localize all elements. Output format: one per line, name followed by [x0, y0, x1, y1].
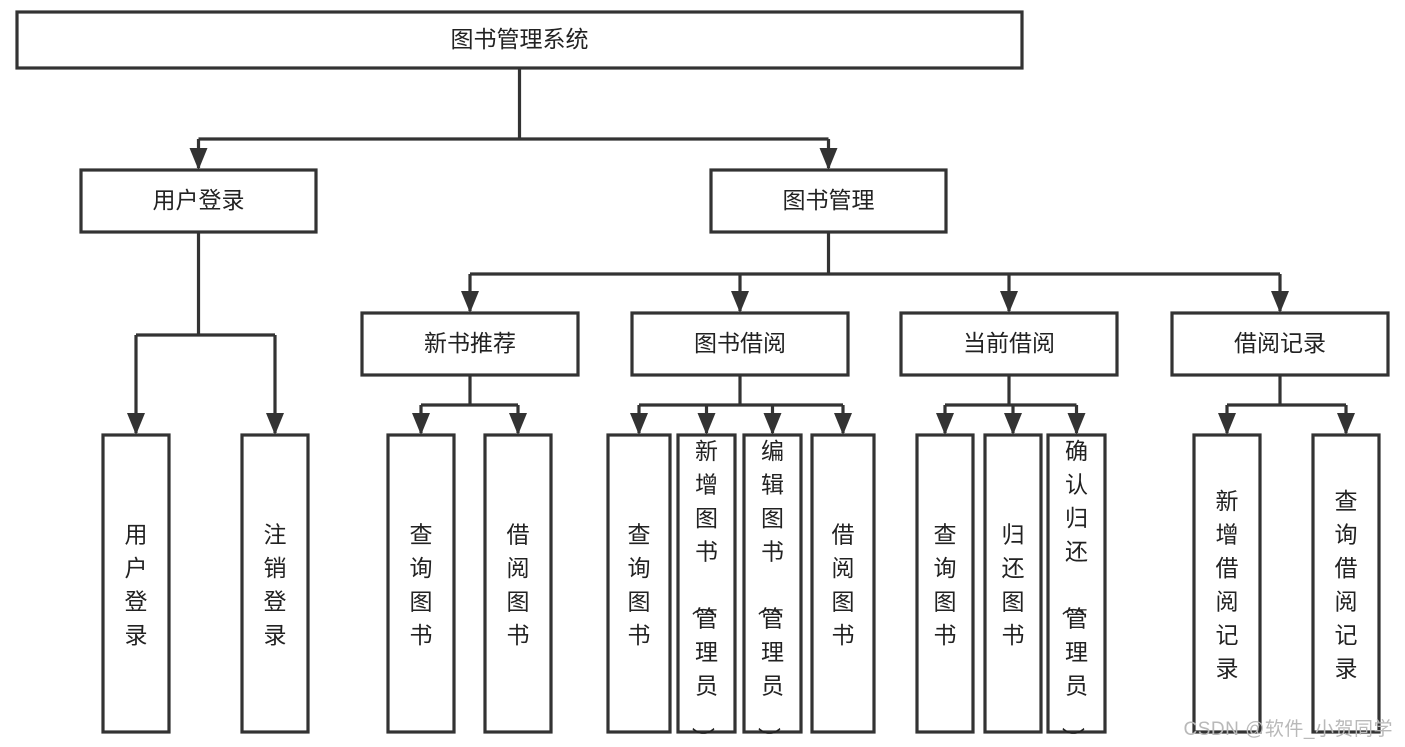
node-box-new-book-rec[interactable] [360, 311, 580, 377]
node-box-leaf-query-record[interactable] [1311, 433, 1381, 734]
arrow-head-icon [731, 291, 749, 313]
arrow-head-icon [127, 413, 145, 435]
node-label-user-login: 用户登录 [153, 187, 245, 213]
arrow-head-icon [509, 413, 527, 435]
node-leaf-query-book-rec[interactable]: 查询图书 [386, 433, 456, 734]
arrow-head-icon [189, 148, 208, 170]
arrow-head-icon [1000, 291, 1018, 313]
arrow-head-icon [1218, 413, 1236, 435]
node-label-borrow-record: 借阅记录 [1234, 330, 1326, 356]
node-label-leaf-edit-book: 编辑图书（管理员） [756, 438, 784, 747]
node-book-borrow[interactable]: 图书借阅 [630, 311, 850, 377]
arrow-head-icon [1337, 413, 1355, 435]
node-user-login[interactable]: 用户登录 [79, 168, 318, 234]
node-box-leaf-query-book-rec[interactable] [386, 433, 456, 734]
node-leaf-query-book-cur[interactable]: 查询图书 [915, 433, 975, 734]
node-box-leaf-borrow-book-rec[interactable] [483, 433, 553, 734]
node-box-leaf-confirm-return[interactable] [1046, 433, 1107, 734]
node-new-book-rec[interactable]: 新书推荐 [360, 311, 580, 377]
node-book-manage[interactable]: 图书管理 [709, 168, 948, 234]
node-label-leaf-confirm-return: 确认归还（管理员） [1060, 438, 1088, 747]
arrow-head-icon [1067, 413, 1086, 435]
arrow-head-icon [266, 413, 284, 435]
node-box-borrow-record[interactable] [1170, 311, 1390, 377]
node-leaf-add-book[interactable]: 新增图书（管理员） [676, 433, 737, 747]
node-label-leaf-return-book: 归还图书 [1002, 522, 1025, 649]
node-label-leaf-borrow-book-rec: 借阅图书 [507, 522, 530, 649]
node-leaf-query-book[interactable]: 查询图书 [606, 433, 672, 734]
node-leaf-query-record[interactable]: 查询借阅记录 [1311, 433, 1381, 734]
arrow-head-icon [834, 413, 852, 435]
node-box-user-login[interactable] [79, 168, 318, 234]
arrow-head-icon [697, 413, 716, 435]
node-label-book-manage: 图书管理 [783, 187, 875, 213]
node-box-root[interactable] [15, 10, 1024, 70]
node-leaf-return-book[interactable]: 归还图书 [983, 433, 1043, 734]
node-box-leaf-user-login[interactable] [101, 433, 171, 734]
node-box-leaf-borrow-book[interactable] [810, 433, 876, 734]
node-box-leaf-add-record[interactable] [1192, 433, 1262, 734]
node-label-leaf-query-book-cur: 查询图书 [934, 522, 957, 649]
node-box-book-manage[interactable] [709, 168, 948, 234]
node-root[interactable]: 图书管理系统 [15, 10, 1024, 70]
node-label-current-borrow: 当前借阅 [963, 330, 1055, 356]
node-label-leaf-query-book-rec: 查询图书 [410, 522, 433, 649]
arrow-head-icon [819, 148, 838, 170]
node-leaf-borrow-book-rec[interactable]: 借阅图书 [483, 433, 553, 734]
arrow-head-icon [936, 413, 954, 435]
node-box-leaf-query-book-cur[interactable] [915, 433, 975, 734]
node-box-book-borrow[interactable] [630, 311, 850, 377]
node-box-leaf-edit-book[interactable] [742, 433, 803, 734]
node-leaf-user-login[interactable]: 用户登录 [101, 433, 171, 734]
node-box-leaf-add-book[interactable] [676, 433, 737, 734]
node-leaf-confirm-return[interactable]: 确认归还（管理员） [1046, 433, 1107, 747]
arrow-head-icon [412, 413, 430, 435]
node-box-leaf-return-book[interactable] [983, 433, 1043, 734]
node-label-book-borrow: 图书借阅 [694, 330, 786, 356]
node-label-leaf-borrow-book: 借阅图书 [832, 522, 855, 649]
node-layer: 图书管理系统用户登录图书管理新书推荐图书借阅当前借阅借阅记录用户登录注销登录查询… [15, 10, 1390, 747]
node-current-borrow[interactable]: 当前借阅 [899, 311, 1119, 377]
node-leaf-user-logout[interactable]: 注销登录 [240, 433, 310, 734]
node-leaf-borrow-book[interactable]: 借阅图书 [810, 433, 876, 734]
node-label-leaf-user-logout: 注销登录 [264, 522, 287, 649]
node-box-leaf-user-logout[interactable] [240, 433, 310, 734]
arrow-head-icon [1271, 291, 1289, 313]
node-label-leaf-add-record: 新增借阅记录 [1216, 488, 1239, 682]
arrow-head-icon [630, 413, 648, 435]
node-box-leaf-query-book[interactable] [606, 433, 672, 734]
node-box-current-borrow[interactable] [899, 311, 1119, 377]
node-leaf-add-record[interactable]: 新增借阅记录 [1192, 433, 1262, 734]
arrow-head-icon [1004, 413, 1022, 435]
arrow-head-icon [763, 413, 782, 435]
node-label-leaf-query-book: 查询图书 [628, 522, 651, 649]
connector-layer [127, 68, 1355, 435]
node-label-leaf-query-record: 查询借阅记录 [1335, 488, 1358, 682]
node-label-root: 图书管理系统 [451, 26, 589, 52]
arrow-head-icon [461, 291, 479, 313]
node-label-leaf-add-book: 新增图书（管理员） [690, 438, 718, 747]
node-leaf-edit-book[interactable]: 编辑图书（管理员） [742, 433, 803, 747]
node-label-leaf-user-login: 用户登录 [125, 522, 148, 649]
node-label-new-book-rec: 新书推荐 [424, 330, 516, 356]
node-borrow-record[interactable]: 借阅记录 [1170, 311, 1390, 377]
